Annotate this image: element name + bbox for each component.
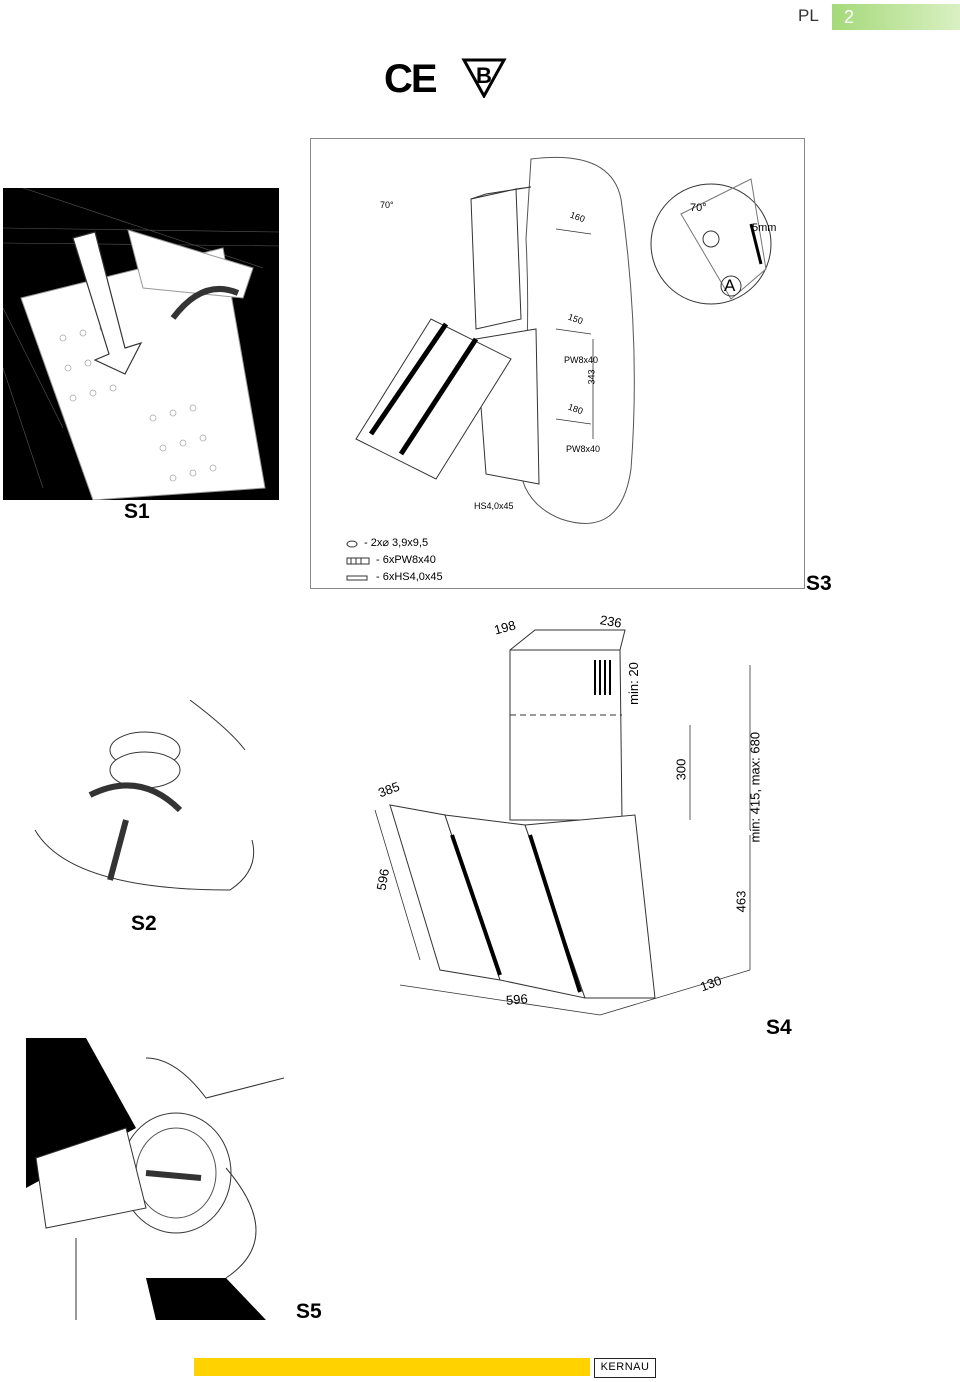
screw-icon xyxy=(346,540,358,547)
legend-text: - 6xHS4,0x45 xyxy=(376,571,443,583)
screw-label: HS4,0x45 xyxy=(474,501,514,511)
footer-accent-bar xyxy=(194,1358,590,1376)
certification-marks: CE B xyxy=(384,57,507,98)
dim-height-range: min: 415, max: 680 xyxy=(747,731,763,843)
s3-frame xyxy=(310,138,805,589)
s3-illustration xyxy=(355,156,772,524)
gap-label: 5mm xyxy=(752,222,777,234)
hook-screw-icon xyxy=(346,575,368,580)
dim-343: 343 xyxy=(586,369,597,385)
ce-mark: CE xyxy=(384,57,437,98)
plug-label-bottom: PW8x40 xyxy=(566,444,601,454)
legend-text: - 2x⌀ 3,9x9,5 xyxy=(364,537,429,549)
angle-label: 70° xyxy=(380,200,394,210)
brand-logo: KERNAU xyxy=(594,1358,656,1378)
wall-plug-icon xyxy=(346,557,370,564)
page-number: 2 xyxy=(832,4,960,30)
legend-item: - 6xPW8x40 xyxy=(346,552,443,569)
figure-label-s2: S2 xyxy=(131,912,157,935)
b-mark: B xyxy=(476,63,492,88)
legend-text: - 6xPW8x40 xyxy=(376,554,436,566)
legend-item: - 2x⌀ 3,9x9,5 xyxy=(346,535,443,552)
figure-label-s4: S4 xyxy=(766,1016,792,1039)
s4-illustration xyxy=(374,629,751,1016)
figure-label-s3: S3 xyxy=(806,572,832,595)
legend-item: - 6xHS4,0x45 xyxy=(346,569,443,586)
s5-illustration xyxy=(26,1038,284,1320)
dim-min-gap: min: 20 xyxy=(625,662,641,705)
figure-label-s1: S1 xyxy=(124,500,150,523)
angle-label-detail: 70° xyxy=(690,202,707,214)
dim-chimney-height: 300 xyxy=(673,758,689,781)
parts-legend: - 2x⌀ 3,9x9,5 - 6xPW8x40 - 6xHS4,0x45 xyxy=(346,535,443,586)
b-mark-triangle xyxy=(461,58,507,98)
figure-label-s5: S5 xyxy=(296,1300,322,1323)
s1-illustration xyxy=(3,188,279,500)
plug-label-top: PW8x40 xyxy=(564,355,599,365)
language-label: PL xyxy=(798,6,819,25)
s2-illustration xyxy=(34,700,255,891)
dim-body-height: 463 xyxy=(733,890,749,913)
dim-width: 596 xyxy=(505,991,529,1008)
arrow-down-icon xyxy=(72,231,143,375)
detail-letter: A xyxy=(724,276,736,295)
